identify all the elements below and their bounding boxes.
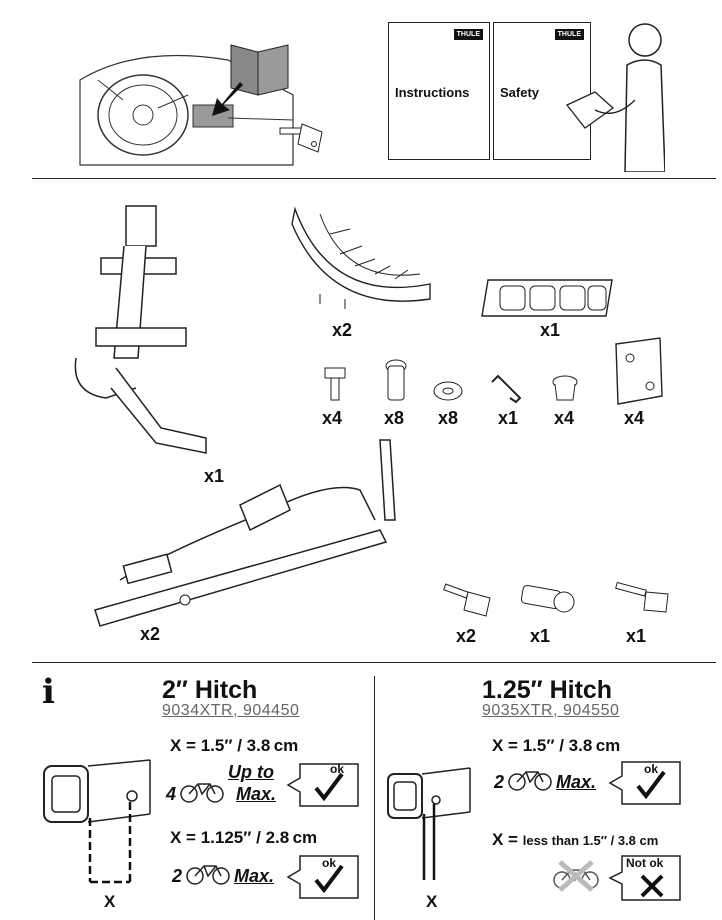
right-measure-2-rest: less than 1.5″ / 3.8 cm — [522, 833, 659, 848]
speech-bubble — [608, 855, 681, 901]
key-icon — [279, 123, 323, 153]
right-status-2: Not ok — [626, 856, 664, 870]
pin-icon — [385, 359, 407, 401]
manual-book-icon — [230, 44, 289, 96]
column-divider — [374, 676, 375, 920]
bolt-icon — [324, 367, 346, 401]
left-measure-1: X = 1.5″ / 3.8 cm — [170, 736, 299, 755]
pad-qty: x1 — [540, 320, 561, 340]
left-bike-count-1: 4 Up to Max. — [166, 762, 296, 806]
plate-icon — [615, 337, 663, 405]
left-dimension-label: X — [104, 892, 116, 911]
left-status-1: ok — [330, 762, 345, 776]
left-bike-count-2: 2 Max. — [172, 856, 292, 888]
allen-key-icon — [491, 374, 522, 404]
instructions-label: Instructions — [395, 85, 470, 100]
left-measure-2: X = 1.125″ / 2.8 cm — [170, 828, 318, 847]
right-hitch-title: 1.25″ Hitch — [482, 676, 613, 704]
left-status-2: ok — [322, 856, 337, 870]
key-single-icon — [615, 581, 669, 613]
bicycle-crossed-icon — [553, 860, 599, 892]
thule-logo: THULE — [453, 29, 483, 40]
instructions-document: THULE Instructions — [388, 22, 490, 160]
safety-label: Safety — [500, 85, 540, 100]
rack-frame-illustration — [74, 205, 207, 454]
section-divider — [32, 178, 716, 179]
left-hitch-title: 2″ Hitch — [162, 676, 258, 704]
arrow-down-icon — [212, 82, 243, 116]
bicycle-icon — [186, 865, 230, 885]
right-bike-count-1: 2 Max. — [494, 762, 614, 794]
lock-qty: x1 — [530, 626, 551, 646]
washer-icon — [433, 381, 463, 401]
section-divider — [32, 662, 716, 663]
cradle-qty: x2 — [332, 320, 353, 340]
left-receiver-illustration — [43, 759, 151, 884]
right-status-1: ok — [644, 762, 659, 776]
allen-key-qty: x1 — [498, 408, 519, 428]
right-count-1-number: 2 — [494, 772, 505, 792]
keys-qty: x2 — [456, 626, 477, 646]
left-count-2-max: Max. — [234, 866, 275, 886]
right-measure-2-prefix: X = — [492, 830, 518, 849]
left-count-2-number: 2 — [172, 866, 183, 886]
right-count-1-max: Max. — [556, 772, 597, 792]
speech-bubble — [286, 855, 359, 899]
bicycle-icon — [508, 771, 552, 791]
left-count-1-number: 4 — [166, 784, 177, 804]
cap-qty: x4 — [554, 408, 575, 428]
right-measure-1: X = 1.5″ / 3.8 cm — [492, 736, 621, 755]
speech-bubble — [608, 761, 681, 805]
thule-logo: THULE — [554, 29, 584, 40]
bolt-qty: x4 — [322, 408, 343, 428]
bicycle-icon — [180, 783, 224, 803]
left-count-1-max: Max. — [236, 784, 277, 804]
right-measure-2: X = less than 1.5″ / 3.8 cm — [492, 830, 658, 850]
wheel-tray-illustration — [94, 439, 396, 627]
lock-cylinder-icon — [520, 584, 575, 613]
safety-document: THULE Safety — [493, 22, 591, 160]
left-count-1-upto: Up to — [228, 762, 274, 782]
cap-icon — [552, 375, 578, 401]
right-hitch-models: 9035XTR, 904550 — [482, 702, 620, 719]
key-single-qty: x1 — [626, 626, 647, 646]
frame-qty: x1 — [204, 466, 225, 486]
keys-pair-icon — [443, 583, 491, 617]
right-receiver-illustration — [387, 767, 471, 880]
right-dimension-label: X — [426, 892, 438, 911]
tray-qty: x2 — [140, 624, 161, 644]
rubber-pad-illustration — [481, 279, 613, 317]
info-icon: i — [42, 672, 55, 712]
washer-qty: x8 — [438, 408, 459, 428]
wheel-cradle-illustration — [291, 206, 431, 309]
reading-person-illustration — [565, 23, 665, 172]
speech-bubble — [286, 763, 359, 807]
left-hitch-models: 9034XTR, 904450 — [162, 702, 300, 719]
pin-qty: x8 — [384, 408, 405, 428]
plate-qty: x4 — [624, 408, 645, 428]
